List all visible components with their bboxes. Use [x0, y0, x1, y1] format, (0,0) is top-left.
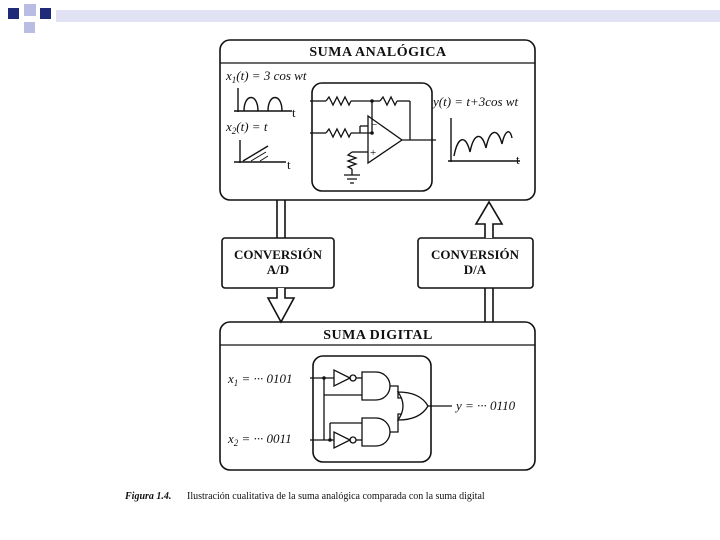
digital-panel: [219, 321, 536, 471]
conversion-da-box: [417, 237, 534, 289]
opamp-circuit-box: [311, 82, 433, 192]
digital-title: SUMA DIGITAL: [323, 328, 433, 343]
deco-square-dark: [40, 8, 51, 19]
junction-dot: [370, 99, 374, 103]
x2-analog-label: x2(t) = t: [225, 119, 268, 136]
deco-square-light: [24, 4, 36, 16]
ground-icon: [344, 174, 360, 184]
y-digital-label: y = ··· 0110: [454, 398, 516, 413]
analog-panel: [219, 39, 536, 201]
and-gate-top-icon: [361, 371, 391, 401]
arrow-ad-to-digital: [266, 288, 296, 324]
deco-bar: [56, 10, 720, 22]
x2-digital-label: x2 = ··· 0011: [227, 431, 292, 448]
deco-square-dark: [8, 8, 19, 19]
inverter-bottom-icon: [333, 430, 352, 450]
deco-square-light: [24, 22, 35, 33]
opamp-plus-sign: +: [370, 147, 376, 159]
conversion-da-line2: D/A: [464, 262, 487, 277]
opamp-circuit: [310, 95, 436, 184]
x1-digital-label: x1 = ··· 0101: [227, 371, 293, 388]
or-gate-icon: [396, 391, 429, 421]
resistor-ground-icon: [346, 151, 358, 170]
x2-ramp-hatch: [250, 151, 269, 162]
conversion-ad-line2: A/D: [267, 262, 289, 277]
y-analog-label: y(t) = t+3cos wt: [431, 94, 518, 109]
x1-cosine-waveform: [243, 96, 283, 112]
logic-circuit: [310, 368, 452, 450]
resistor-feedback-icon: [379, 95, 398, 107]
arrow-digital-to-da-shaft: [484, 288, 494, 322]
figure-caption: Figura 1.4. Ilustración cualitativa de l…: [124, 486, 485, 503]
y-axis-t-label: t: [516, 152, 520, 167]
conversion-ad-line1: CONVERSIÓN: [234, 247, 323, 262]
opamp-icon: [367, 114, 404, 165]
logic-circuit-box: [312, 355, 432, 463]
inverter-top-icon: [333, 368, 352, 388]
resistor-r2-icon: [325, 127, 352, 139]
resistor-r1-icon: [325, 95, 352, 107]
x2-axis-t-label: t: [287, 157, 291, 172]
arrow-da-to-analog: [474, 200, 504, 238]
junction-dot: [370, 131, 374, 135]
opamp-minus-sign: −: [371, 119, 377, 131]
x1-analog-label: x1(t) = 3 cos wt: [225, 68, 307, 85]
arrow-analog-to-ad-shaft: [276, 200, 286, 238]
and-gate-bottom-icon: [361, 417, 391, 447]
x1-axis-t-label: t: [292, 105, 296, 120]
junction-dot: [322, 376, 326, 380]
analog-title: SUMA ANALÓGICA: [309, 43, 447, 60]
conversion-da-line1: CONVERSIÓN: [431, 247, 520, 262]
slide-decoration: [8, 4, 720, 33]
junction-dot: [328, 438, 332, 442]
y-sum-waveform: [453, 131, 513, 157]
x2-ramp-waveform: [242, 145, 269, 162]
